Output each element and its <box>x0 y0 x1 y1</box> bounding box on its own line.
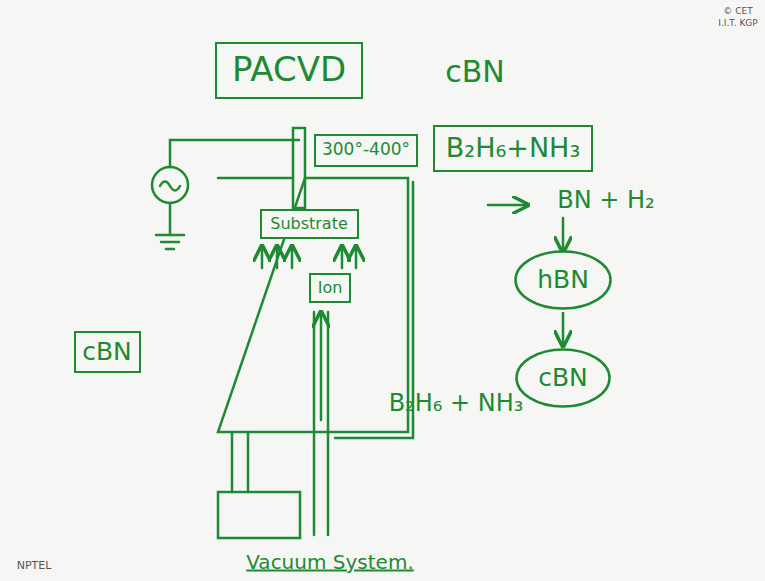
node-text: Substrate <box>270 215 348 233</box>
node-text: hBN <box>537 266 589 295</box>
watermark: © CET <box>723 6 752 16</box>
reaction-arrow <box>488 204 528 207</box>
temperature-box: 300°-400° <box>314 134 418 167</box>
wire <box>170 140 299 167</box>
gas-flow-arrow <box>320 312 323 420</box>
phase-circle: cBN <box>515 348 611 408</box>
material-label: cBN <box>445 55 505 90</box>
node-text: Ion <box>318 279 343 297</box>
vacuum-pipe <box>232 432 248 492</box>
connector-arrow <box>562 312 565 346</box>
node-text: cBN <box>538 364 588 393</box>
node-text: cBN <box>82 338 132 367</box>
node-text: PACVD <box>232 50 346 89</box>
substrate-box: Substrate <box>260 209 359 239</box>
precursor-label: B₂H₆ + NH₃ <box>389 390 524 418</box>
vacuum-pump <box>218 492 300 538</box>
phase-circle: hBN <box>514 250 612 310</box>
watermark: I.I.T. KGP <box>718 18 758 28</box>
power-source <box>152 167 188 203</box>
method-box: PACVD <box>215 42 363 99</box>
node-text: 300°-400° <box>322 140 410 160</box>
ac-symbol <box>160 182 180 191</box>
logo-text: NPTEL <box>17 560 52 573</box>
node-text: B₂H₆+NH₃ <box>446 132 580 163</box>
reaction-product: BN + H₂ <box>557 187 654 215</box>
product-box: cBN <box>74 331 141 373</box>
precursor-box: B₂H₆+NH₃ <box>433 125 593 172</box>
ion-flux-arrows <box>262 246 356 268</box>
vacuum-label: Vacuum System. <box>246 551 414 574</box>
reaction-arrow <box>562 218 565 252</box>
ground-symbol <box>156 203 184 249</box>
ion-box: Ion <box>309 273 351 303</box>
gas-inlet-tube <box>314 312 328 535</box>
